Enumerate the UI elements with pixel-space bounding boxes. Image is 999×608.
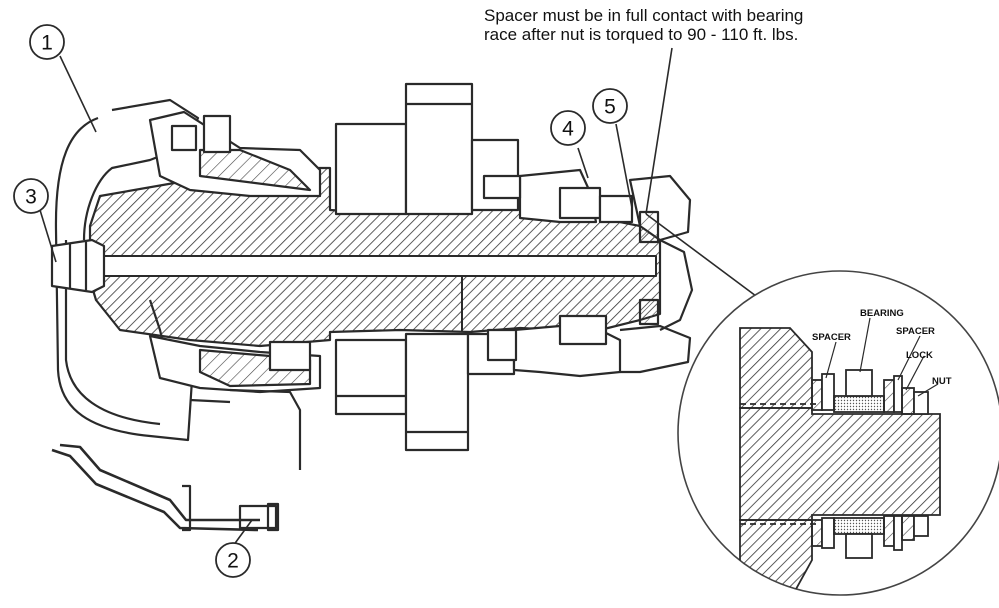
bearing-label: BEARING [860,308,904,319]
callout-1-number: 1 [41,32,53,55]
callout-5-number: 5 [604,96,616,119]
callout-2-number: 2 [227,550,239,573]
callout-1: 1 [29,24,65,60]
callout-leaders [39,47,757,547]
callout-3: 3 [13,178,49,214]
lock-label: LOCK [906,350,933,361]
callout-4: 4 [550,110,586,146]
callout-3-number: 3 [25,186,37,209]
shaft-assembly [50,82,694,532]
callout-2: 2 [215,542,251,578]
torque-note: Spacer must be in full contact with bear… [484,6,904,44]
spacer-left-label: SPACER [812,332,851,343]
nut-label: NUT [932,376,952,387]
callout-4-number: 4 [562,118,574,141]
detail-inset: BEARING SPACER SPACER LOCK NUT [677,270,999,596]
spacer-right-label: SPACER [896,326,935,337]
torque-note-line-2: race after nut is torqued to 90 - 110 ft… [484,25,799,44]
torque-note-line-1: Spacer must be in full contact with bear… [484,6,804,25]
callout-5: 5 [592,88,628,124]
